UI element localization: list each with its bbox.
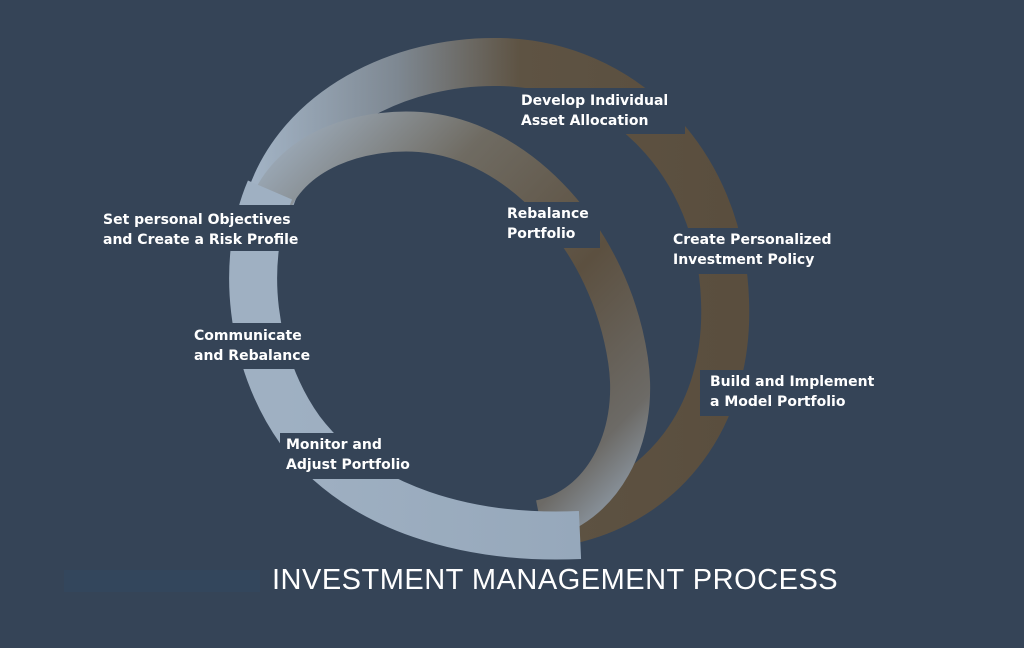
step-develop-line1: Develop Individual	[521, 93, 669, 109]
step-create-policy-line2: Investment Policy	[673, 252, 815, 268]
step-communicate-rebalance: Communicate and Rebalance	[194, 326, 310, 366]
gap-develop	[515, 88, 685, 134]
left-ring-arc	[229, 180, 582, 560]
step-monitor-line1: Monitor and	[286, 437, 382, 453]
step-develop-line2: Asset Allocation	[521, 113, 649, 129]
step-rebalance-line1: Rebalance	[507, 206, 589, 222]
step-build-line1: Build and Implement	[710, 374, 875, 390]
step-set-objectives: Set personal Objectives and Create a Ris…	[103, 210, 298, 250]
gap-rebalance	[500, 202, 600, 248]
step-monitor-line2: Adjust Portfolio	[286, 457, 410, 473]
step-communicate-line2: and Rebalance	[194, 348, 311, 364]
gap-create	[665, 228, 833, 274]
step-build-line2: a Model Portfolio	[710, 394, 846, 410]
step-create-investment-policy: Create Personalized Investment Policy	[673, 230, 831, 270]
step-rebalance-portfolio: Rebalance Portfolio	[507, 204, 589, 244]
diagram-title: INVESTMENT MANAGEMENT PROCESS	[272, 564, 839, 596]
step-communicate-line1: Communicate	[194, 328, 302, 344]
title-accent-bar	[64, 570, 260, 592]
step-create-policy-line1: Create Personalized	[673, 232, 832, 248]
step-monitor-adjust: Monitor and Adjust Portfolio	[286, 435, 410, 475]
step-build-model-portfolio: Build and Implement a Model Portfolio	[710, 372, 874, 412]
step-objectives-line1: Set personal Objectives	[103, 212, 291, 228]
step-objectives-line2: and Create a Risk Profile	[103, 232, 299, 248]
step-develop-asset-allocation: Develop Individual Asset Allocation	[521, 91, 668, 131]
gap-monitor	[280, 433, 420, 479]
gap-build	[700, 370, 885, 416]
gap-communicate	[188, 323, 318, 369]
step-rebalance-line2: Portfolio	[507, 226, 576, 242]
gap-objectives	[98, 205, 308, 251]
